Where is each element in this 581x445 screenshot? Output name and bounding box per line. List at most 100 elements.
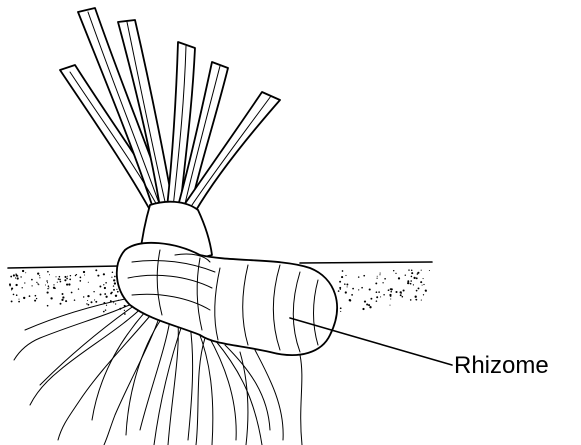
soil-speck — [429, 270, 430, 271]
soil-speck — [400, 294, 402, 296]
soil-speck — [25, 272, 26, 273]
soil-speck — [11, 288, 13, 290]
soil-speck — [103, 311, 105, 313]
soil-speck — [390, 291, 392, 293]
soil-speck — [47, 282, 48, 283]
soil-speck — [104, 287, 106, 289]
soil-speck — [24, 282, 25, 283]
soil-speck — [64, 279, 66, 281]
soil-speck — [349, 299, 351, 301]
soil-speck — [99, 286, 101, 288]
soil-speck — [31, 279, 33, 281]
soil-speck — [53, 284, 54, 285]
soil-speck — [377, 278, 378, 279]
soil-speck — [91, 301, 93, 303]
soil-speck — [36, 298, 37, 299]
soil-speck — [368, 304, 370, 306]
soil-speck — [124, 310, 125, 311]
soil-speck — [377, 276, 378, 277]
soil-speck — [366, 303, 368, 305]
soil-speck — [401, 293, 402, 294]
soil-speck — [76, 274, 77, 275]
soil-speck — [423, 284, 424, 285]
soil-speck — [105, 309, 107, 311]
soil-speck — [48, 285, 50, 287]
soil-speck — [71, 292, 73, 294]
soil-speck — [415, 296, 417, 298]
soil-speck — [113, 279, 115, 281]
soil-speck — [16, 294, 18, 296]
soil-speck — [59, 276, 61, 278]
soil-speck — [83, 296, 84, 297]
soil-speck — [9, 283, 11, 285]
soil-speck — [376, 291, 378, 293]
soil-speck — [408, 269, 409, 270]
soil-speck — [115, 303, 116, 304]
soil-speck — [13, 274, 15, 276]
soil-speck — [124, 313, 126, 315]
soil-speck — [390, 295, 392, 297]
soil-speck — [117, 291, 119, 293]
soil-speck — [67, 276, 68, 277]
soil-speck — [398, 277, 400, 279]
soil-speck — [115, 295, 117, 297]
soil-speck — [411, 269, 413, 271]
soil-speck — [86, 303, 87, 304]
soil-speck — [74, 299, 76, 301]
soil-speck — [410, 280, 412, 282]
soil-speck — [340, 311, 341, 312]
soil-speck — [417, 272, 419, 274]
soil-speck — [47, 305, 49, 307]
soil-speck — [69, 279, 71, 281]
soil-speck — [100, 294, 102, 296]
soil-speck — [105, 296, 107, 298]
soil-speck — [15, 284, 17, 286]
soil-speck — [106, 305, 107, 306]
soil-speck — [66, 278, 68, 280]
soil-speck — [405, 274, 406, 275]
soil-speck — [116, 289, 117, 290]
soil-speck — [57, 282, 58, 283]
soil-speck — [60, 303, 62, 305]
soil-speck — [22, 270, 24, 272]
soil-speck — [369, 306, 371, 308]
soil-speck — [358, 289, 359, 290]
soil-speck — [60, 281, 62, 283]
soil-speck — [380, 273, 381, 274]
soil-speck — [88, 304, 90, 306]
soil-speck — [383, 294, 385, 296]
soil-speck — [418, 287, 420, 289]
soil-speck — [37, 272, 39, 274]
soil-speck — [39, 277, 40, 278]
soil-speck — [340, 307, 342, 309]
soil-speck — [411, 276, 413, 278]
soil-speck — [361, 287, 363, 289]
soil-speck — [29, 295, 31, 297]
soil-speck — [345, 291, 347, 293]
soil-speck — [376, 296, 378, 298]
soil-speck — [388, 289, 390, 291]
soil-speck — [55, 276, 56, 277]
soil-speck — [97, 275, 99, 277]
soil-speck — [393, 270, 394, 271]
soil-speck — [59, 279, 61, 281]
soil-speck — [11, 300, 13, 302]
soil-speck — [423, 294, 424, 295]
soil-speck — [103, 284, 104, 285]
soil-speck — [104, 293, 106, 295]
soil-speck — [38, 284, 39, 285]
soil-speck — [411, 272, 413, 274]
soil-speck — [410, 283, 412, 285]
soil-speck — [341, 276, 343, 278]
soil-speck — [352, 288, 354, 290]
soil-speck — [18, 299, 19, 300]
soil-speck — [47, 271, 49, 273]
soil-speck — [83, 271, 85, 273]
soil-speck — [407, 280, 409, 282]
soil-speck — [113, 289, 115, 291]
soil-speck — [113, 285, 114, 286]
soil-speck — [87, 295, 89, 297]
soil-speck — [93, 291, 94, 292]
soil-speck — [114, 282, 116, 284]
